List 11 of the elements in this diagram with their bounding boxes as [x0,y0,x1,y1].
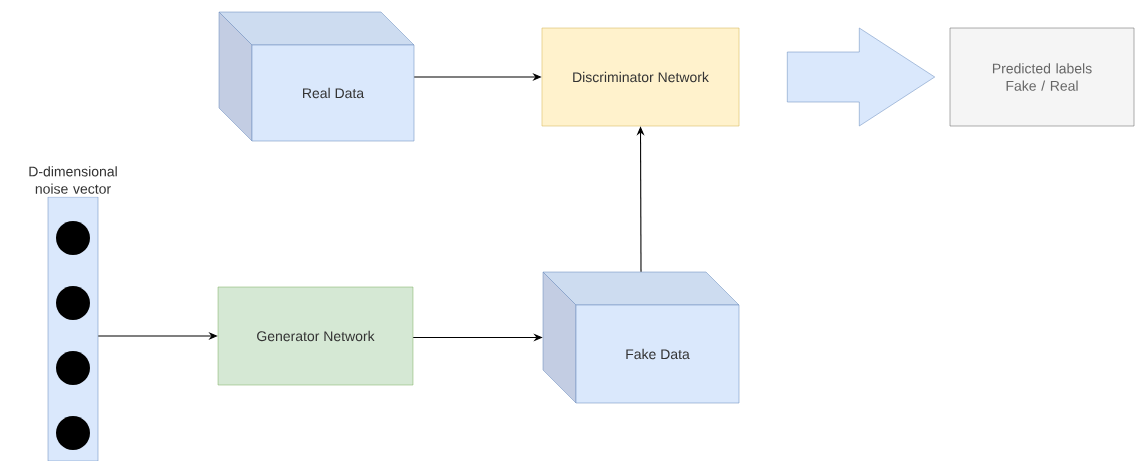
data-cube: Real Data [218,11,415,142]
network-box: Discriminator Network [541,27,740,127]
output-box: Predicted labels Fake / Real [949,27,1135,127]
vector-element [56,221,90,255]
vector-element [56,286,90,320]
data-cube: Fake Data [542,271,740,404]
block-arrow [787,27,935,127]
node-label: D-dimensional noise vector [29,166,117,194]
vector-element [56,416,90,450]
vector-element [56,351,90,385]
network-box: Generator Network [217,286,414,386]
